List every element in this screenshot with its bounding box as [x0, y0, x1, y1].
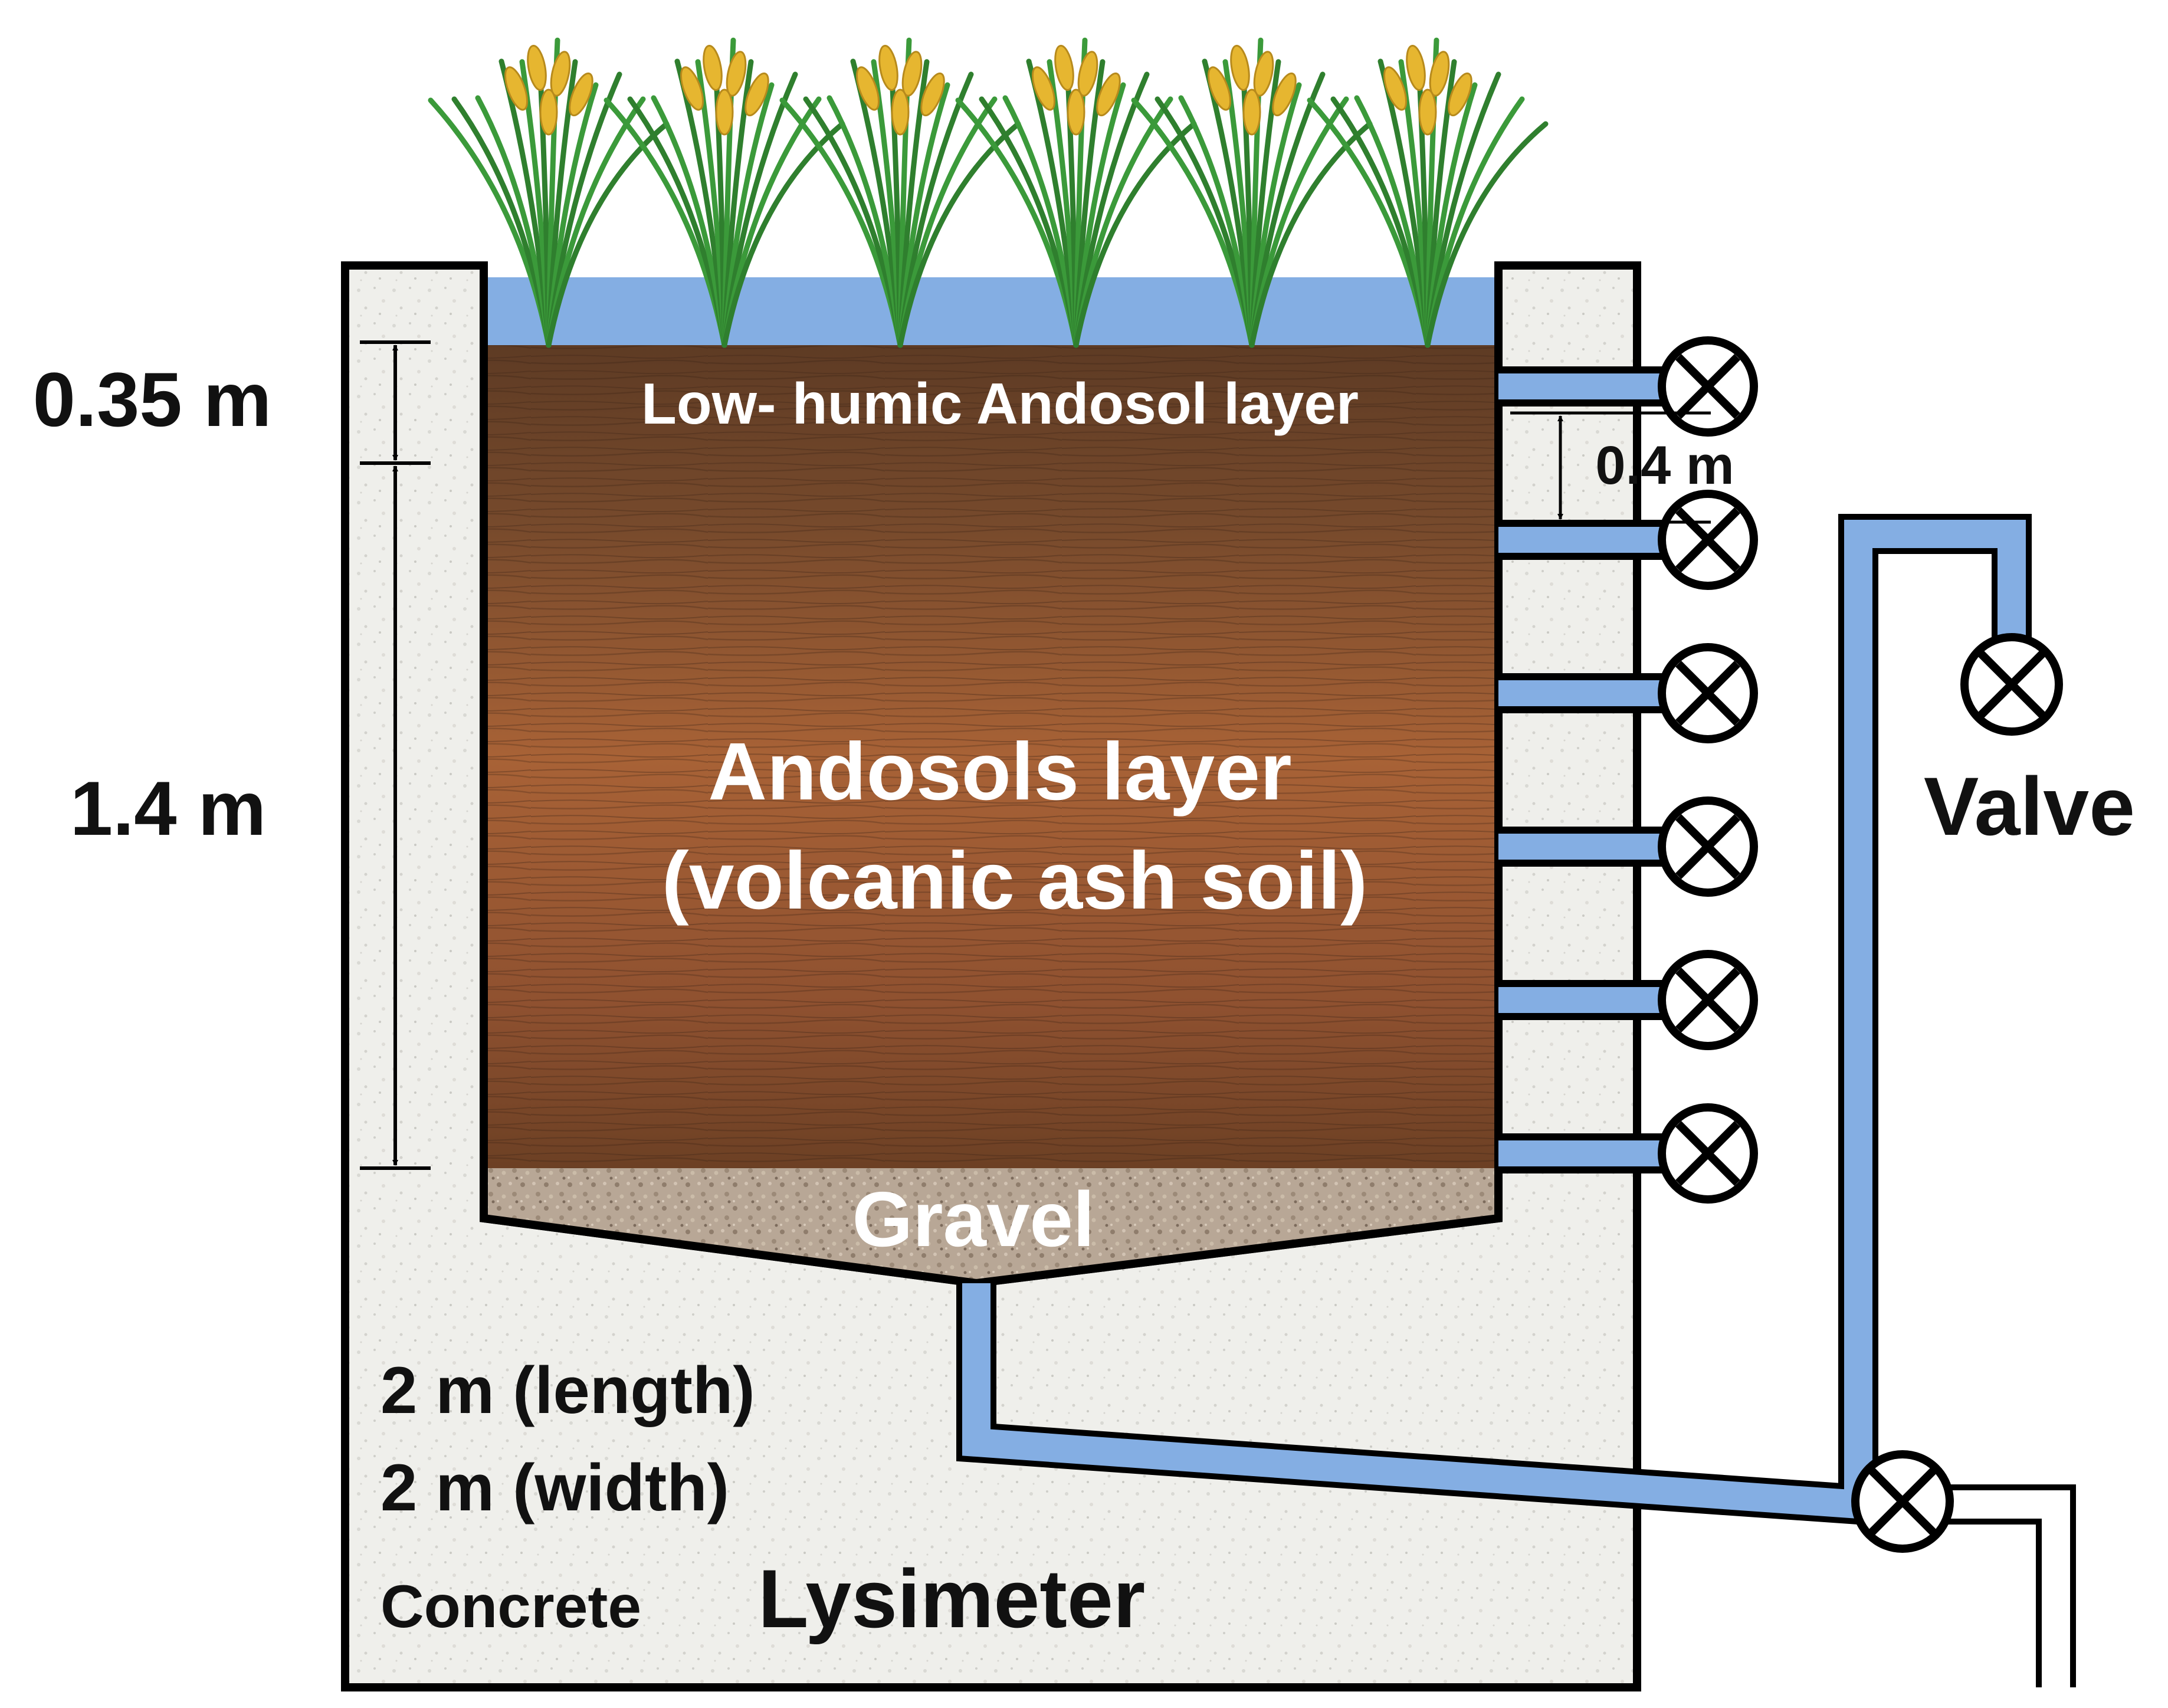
side-ports	[1498, 336, 1758, 1204]
soil-grain-texture	[484, 345, 1498, 1168]
side-port-water	[1498, 834, 1670, 860]
top-layer-label: Low- humic Andosol layer	[641, 371, 1359, 436]
depth-dimension-lines	[360, 340, 431, 1170]
lysimeter-label: Lysimeter	[758, 1552, 1145, 1645]
concrete-label: Concrete	[381, 1573, 641, 1640]
port-spacing-dimension	[1510, 411, 1711, 524]
valve-label: Valve	[1924, 760, 2135, 853]
rice-plants	[428, 37, 1549, 348]
length-label: 2 m (length)	[381, 1353, 755, 1427]
side-port-valve-icon[interactable]	[1658, 796, 1758, 897]
rice-plant-icon	[1131, 37, 1373, 348]
side-port-water	[1498, 987, 1670, 1013]
side-port-valve-icon[interactable]	[1658, 643, 1758, 743]
rice-plant-icon	[1307, 37, 1549, 348]
rice-plant-icon	[779, 37, 1021, 348]
drain-pipe-water	[962, 520, 2026, 1520]
gravel-layer	[484, 1168, 1498, 1283]
width-label: 2 m (width)	[381, 1451, 729, 1525]
side-port-water	[1498, 373, 1670, 399]
side-port-water	[1498, 527, 1670, 553]
rice-plant-icon	[428, 37, 670, 348]
gravel-label: Gravel	[852, 1176, 1095, 1263]
side-port-valve-icon[interactable]	[1658, 336, 1758, 437]
main-layer-label-line2: (volcanic ash soil)	[662, 835, 1367, 926]
port-spacing-label: 0.4 m	[1595, 435, 1734, 496]
valve-icon[interactable]	[1960, 633, 2063, 736]
rice-plant-icon	[604, 37, 845, 348]
top-depth-label: 0.35 m	[33, 356, 272, 442]
main-depth-label: 1.4 m	[70, 765, 266, 851]
side-port-valve-icon[interactable]	[1658, 950, 1758, 1050]
side-port-valve-icon[interactable]	[1658, 490, 1758, 590]
bottom-valve-icon[interactable]	[1851, 1450, 1954, 1553]
side-port-valve-icon[interactable]	[1658, 1103, 1758, 1204]
side-port-water	[1498, 680, 1670, 706]
side-port-water	[1498, 1140, 1670, 1166]
ponded-water	[484, 277, 1498, 345]
main-layer-label-line1: Andosols layer	[708, 726, 1291, 817]
rice-plant-icon	[955, 37, 1197, 348]
